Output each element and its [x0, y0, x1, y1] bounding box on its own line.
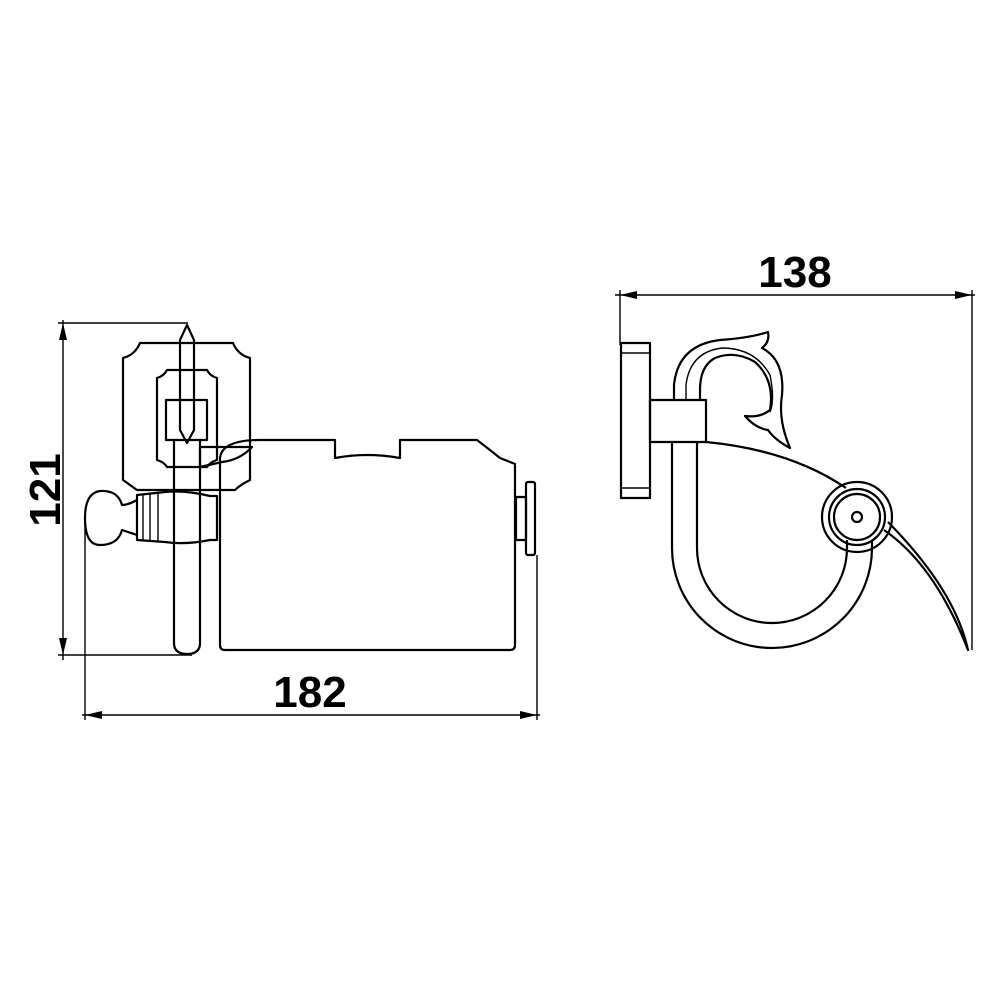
knob — [83, 489, 219, 547]
dimension-label-121: 121 — [21, 453, 70, 526]
front-view: 121 182 — [21, 320, 540, 720]
paper-cover — [218, 438, 517, 652]
backplate-outer — [121, 341, 252, 492]
cover-lip — [198, 445, 254, 469]
dimension-label-138: 138 — [758, 248, 831, 297]
flap — [705, 440, 970, 652]
dimension-121: 121 — [21, 320, 192, 660]
mounting-pin — [178, 323, 196, 445]
arm-block — [648, 398, 708, 444]
backplate-inner — [155, 368, 219, 469]
side-view: 138 — [615, 248, 975, 652]
dimension-138: 138 — [615, 248, 975, 650]
mount-block — [164, 398, 209, 442]
dimension-182: 182 — [82, 515, 540, 720]
u-arm — [670, 442, 874, 650]
roller-end-cap — [514, 480, 537, 557]
vertical-stem — [172, 440, 202, 656]
wall-plate — [619, 341, 652, 500]
roller — [820, 480, 894, 554]
scroll-ornament — [672, 330, 792, 450]
dimension-label-182: 182 — [273, 668, 346, 717]
